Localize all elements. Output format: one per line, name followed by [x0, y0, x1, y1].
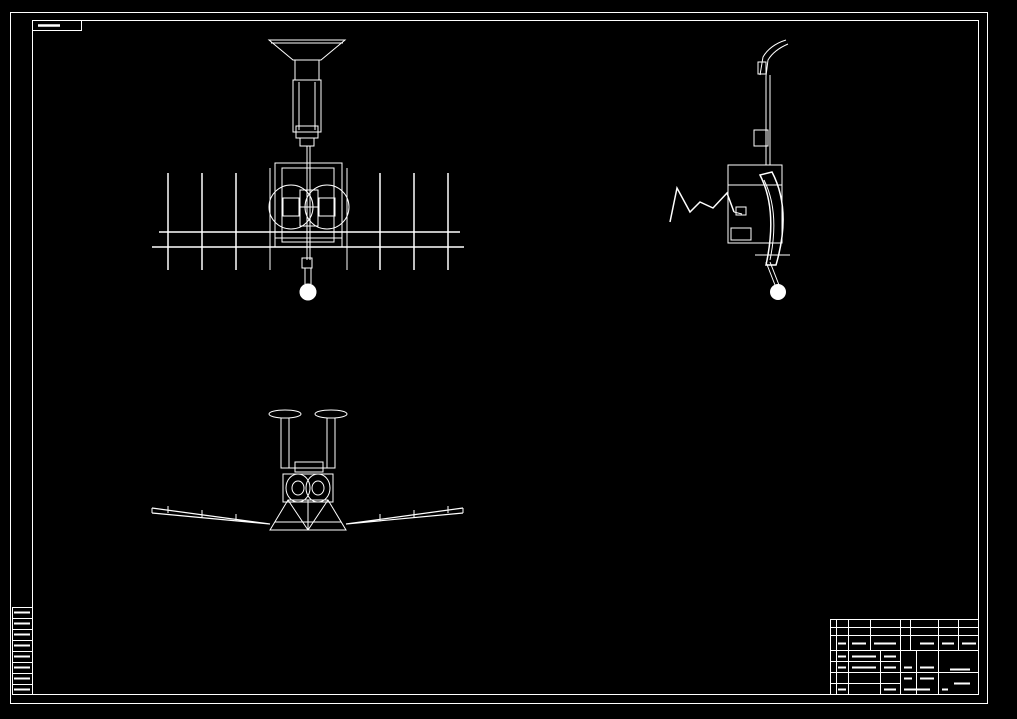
outer-border	[10, 12, 988, 704]
curved-blade	[758, 171, 784, 266]
boom	[152, 231, 464, 248]
side-ground-wheel	[770, 284, 786, 300]
feed-tube	[292, 79, 322, 133]
tines	[167, 173, 449, 270]
stamp-box	[32, 20, 82, 31]
ground-wheel	[299, 283, 317, 301]
left-strip-table	[12, 607, 33, 695]
left-arm	[151, 507, 271, 525]
handle	[759, 39, 787, 76]
right-cap	[314, 409, 348, 419]
inner-border	[32, 20, 979, 695]
side-view	[669, 39, 790, 300]
arm-tines	[167, 506, 449, 521]
title-block	[830, 619, 979, 695]
frame-body	[274, 162, 343, 248]
top-view	[151, 409, 464, 531]
front-view	[152, 39, 464, 301]
right-arm	[345, 507, 464, 525]
hopper-neck	[294, 59, 320, 81]
left-cap	[268, 409, 302, 419]
hopper-funnel	[267, 39, 347, 61]
zigzag-arm	[669, 185, 735, 223]
